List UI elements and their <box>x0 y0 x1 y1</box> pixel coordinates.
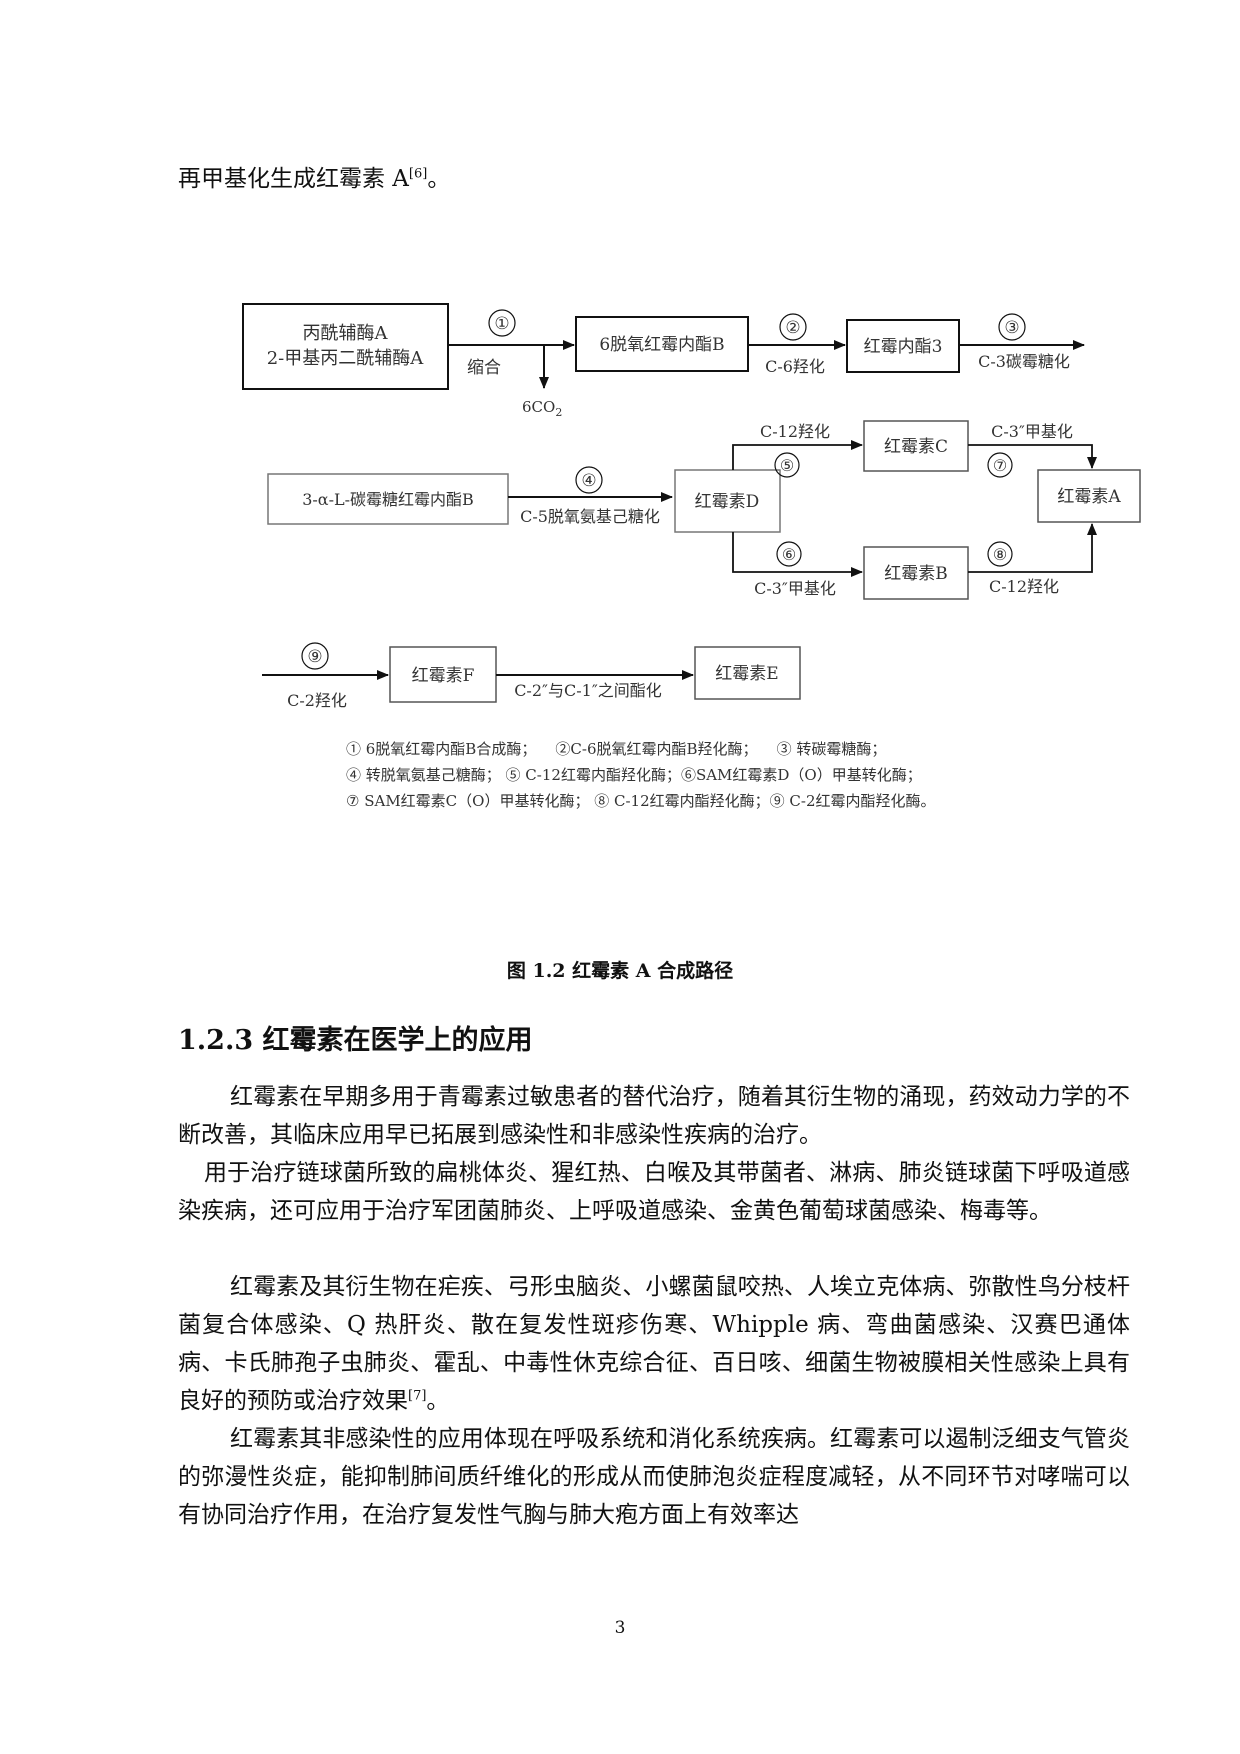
box-erythromycin-e-label: 红霉素E <box>715 664 778 684</box>
step-circle-4 <box>575 466 603 494</box>
box-erythromycin-b <box>863 546 969 600</box>
label-c6-hydroxylation: C-6羟化 <box>765 357 825 376</box>
label-c2-hydroxylation: C-2羟化 <box>287 691 347 710</box>
page-number: 3 <box>614 1618 626 1638</box>
step-9: ⑨ <box>307 647 322 667</box>
paragraph-1: 红霉素在早期多用于青霉素过敏患者的替代治疗，随着其衍生物的涌现，药效动力学的不断… <box>178 1084 1130 1148</box>
box-erythromycin-a-label: 红霉素A <box>1057 487 1121 507</box>
step-8: ⑧ <box>993 545 1007 564</box>
box-erythromycin-c-label: 红霉素C <box>884 437 948 457</box>
intro-text: 再甲基化生成红霉素 A <box>178 166 409 192</box>
arrow-step7 <box>968 444 1097 469</box>
step-circle-7 <box>987 452 1013 478</box>
label-co2: 6CO2 <box>522 398 562 419</box>
intro-tail: 。 <box>427 166 451 192</box>
legend-line-3: ⑦ SAM红霉素C（O）甲基转化酶； ⑧ C-12红霉内酯羟化酶；⑨ C-2红霉… <box>346 792 936 810</box>
label-c12-hydroxylation-top: C-12羟化 <box>760 422 830 441</box>
step-circle-8 <box>987 541 1013 567</box>
box-erythromycin-a <box>1037 469 1141 523</box>
section-heading: 1.2.3 红霉素在医学上的应用 <box>178 1025 533 1056</box>
paragraph-3: 红霉素及其衍生物在疟疾、弓形虫脑炎、小螺菌鼠咬热、人埃立克体病、弥散性鸟分枝杆菌… <box>178 1268 1130 1420</box>
step-circle-5 <box>774 452 800 478</box>
arrow-step8 <box>968 523 1097 573</box>
box-erythromycin-b-label: 红霉素B <box>884 564 948 584</box>
step-circle-2 <box>779 313 807 341</box>
box-start-line1: 丙酰辅酶A <box>303 323 389 344</box>
legend-line-1: ① 6脱氧红霉内酯B合成酶； ②C-6脱氧红霉内酯B羟化酶； ③ 转碳霉糖酶； <box>346 740 887 758</box>
figure-caption: 图 1.2 红霉素 A 合成路径 <box>506 960 734 982</box>
step-7: ⑦ <box>993 456 1007 475</box>
label-c3-mycarosylation: C-3碳霉糖化 <box>978 352 1070 371</box>
paragraph-3-citation: [7] <box>408 1388 427 1404</box>
box-start <box>242 303 449 390</box>
box-erythromycin-c <box>863 420 969 472</box>
step-5: ⑤ <box>780 456 794 475</box>
arrow-step5 <box>732 440 863 470</box>
intro-line: 再甲基化生成红霉素 A[6]。 <box>178 160 1130 198</box>
box-mycarosyl-label: 3-α-L-碳霉糖红霉内酯B <box>302 490 474 509</box>
box-erythromycin-d <box>674 469 781 533</box>
box-erythromycin-e <box>694 646 801 700</box>
paragraph-2: 用于治疗链球菌所致的扁桃体炎、猩红热、白喉及其带菌者、淋病、肺炎链球菌下呼吸道感… <box>178 1160 1130 1224</box>
step-2: ② <box>785 318 800 338</box>
step-circle-1 <box>488 309 516 337</box>
legend-line-2: ④ 转脱氧氨基己糖酶； ⑤ C-12红霉内酯羟化酶；⑥SAM红霉素D（O）甲基转… <box>346 766 922 784</box>
erythromycin-pathway-diagram: 丙酰辅酶A 2-甲基丙二酰辅酶A 6脱氧红霉内酯B 红霉内酯3 ① 缩合 6CO… <box>242 303 1141 710</box>
step-circle-9 <box>301 642 329 670</box>
box-erythronolide-3-label: 红霉内酯3 <box>864 337 943 357</box>
label-c2-c1-esterification: C-2″与C-1″之间酯化 <box>514 681 662 700</box>
step-3: ③ <box>1004 318 1019 338</box>
label-c12-hydroxylation-bottom: C-12羟化 <box>989 577 1059 596</box>
step-circle-6 <box>776 541 802 567</box>
box-erythromycin-d-label: 红霉素D <box>695 492 760 512</box>
box-6deoxy-label: 6脱氧红霉内酯B <box>599 335 724 355</box>
paragraph-3-tail: 。 <box>426 1388 450 1414</box>
label-c5-desosaminylation: C-5脱氧氨基己糖化 <box>520 507 660 526</box>
box-erythromycin-f-label: 红霉素F <box>412 666 475 686</box>
step-4: ④ <box>581 471 596 491</box>
label-c3-methylation-top: C-3″甲基化 <box>991 422 1073 441</box>
box-start-line2: 2-甲基丙二酰辅酶A <box>267 348 425 369</box>
paragraph-4: 红霉素其非感染性的应用体现在呼吸系统和消化系统疾病。红霉素可以遏制泛细支气管炎的… <box>178 1426 1130 1528</box>
step-circle-3 <box>998 313 1026 341</box>
arrow-step6 <box>732 532 863 577</box>
box-mycarosyl-erythronolide-b <box>267 473 509 525</box>
step-1: ① <box>494 314 509 334</box>
step-6: ⑥ <box>782 545 796 564</box>
label-c3-methylation-bottom: C-3″甲基化 <box>754 579 836 598</box>
label-condense: 缩合 <box>467 358 501 378</box>
paragraph-3-text: 红霉素及其衍生物在疟疾、弓形虫脑炎、小螺菌鼠咬热、人埃立克体病、弥散性鸟分枝杆菌… <box>178 1274 1130 1414</box>
intro-citation: [6] <box>408 166 428 182</box>
